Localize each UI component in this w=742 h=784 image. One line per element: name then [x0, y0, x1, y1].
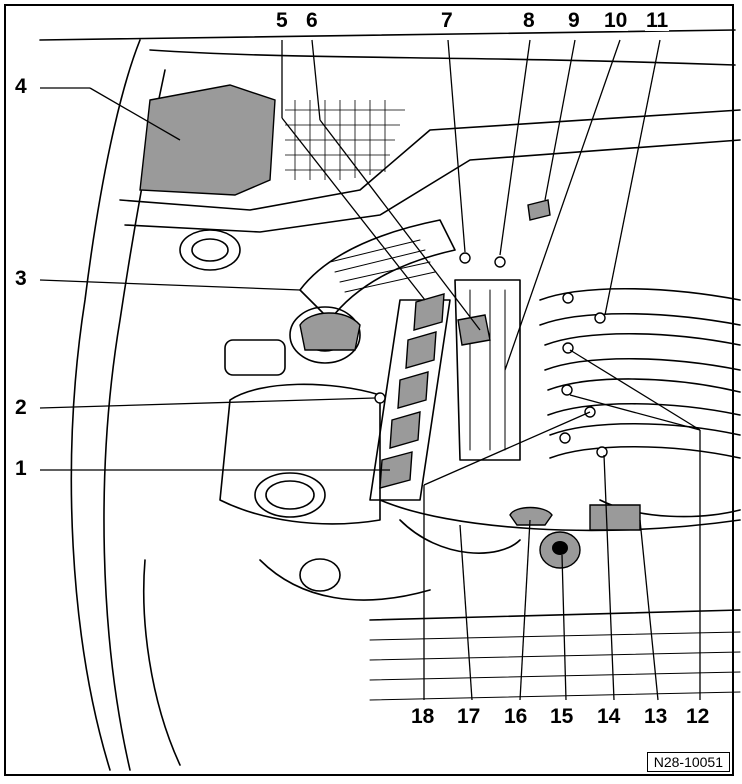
cowl-grille [285, 100, 405, 180]
intake-duct [299, 219, 456, 321]
connector-8 [527, 199, 551, 221]
windshield-line [149, 49, 736, 66]
coolant-cap [179, 229, 241, 271]
intake-runner-2 [544, 332, 741, 346]
callout-6: 6 [305, 9, 319, 32]
callout-14: 14 [596, 705, 622, 728]
callout-5: 5 [275, 9, 289, 32]
callout-8: 8 [522, 9, 536, 32]
throttle-body [289, 306, 361, 364]
leader-lines [39, 39, 701, 701]
callout-13: 13 [643, 705, 669, 728]
callout-17: 17 [456, 705, 482, 728]
valve-13 [589, 504, 641, 531]
callout-10: 10 [603, 9, 629, 32]
figure-id-label: N28-10051 [646, 752, 730, 772]
callout-4: 4 [14, 75, 28, 98]
intake-runner-3 [547, 378, 741, 393]
callout-3: 3 [14, 267, 28, 290]
top-edge-rail [39, 29, 736, 41]
lower-sensor [299, 558, 341, 592]
ignition-coil-1 [379, 451, 413, 489]
intake-runner-4 [549, 422, 741, 436]
callout-12: 12 [685, 705, 711, 728]
valve-16 [509, 506, 553, 526]
connector-7 [457, 314, 491, 346]
fuel-rail [454, 279, 521, 461]
callout-7: 7 [440, 9, 454, 32]
callout-9: 9 [567, 9, 581, 32]
ignition-coil-2 [389, 411, 421, 449]
ignition-coil-4 [405, 331, 437, 369]
throttle-actuator [299, 312, 361, 351]
left-fender-outline [70, 39, 141, 771]
ignition-coil-5 [413, 293, 445, 331]
callout-16: 16 [503, 705, 529, 728]
callout-2: 2 [14, 396, 28, 419]
engine-control-module [139, 84, 276, 196]
callout-11: 11 [645, 9, 670, 32]
radiator-support [369, 609, 741, 621]
ignition-coil-3 [397, 371, 429, 409]
engine-cover-left [219, 383, 381, 525]
strut-tower-outline [143, 559, 181, 766]
callout-1: 1 [14, 457, 28, 480]
callout-15: 15 [549, 705, 575, 728]
location-dots [374, 252, 608, 458]
cowl-panel [119, 109, 741, 211]
brake-fluid-reservoir [224, 339, 286, 376]
intake-runner-1 [539, 288, 741, 301]
callout-18: 18 [410, 705, 436, 728]
front-crossmember [379, 499, 741, 532]
oil-filler-cap [254, 472, 326, 518]
hose-front [259, 559, 431, 601]
